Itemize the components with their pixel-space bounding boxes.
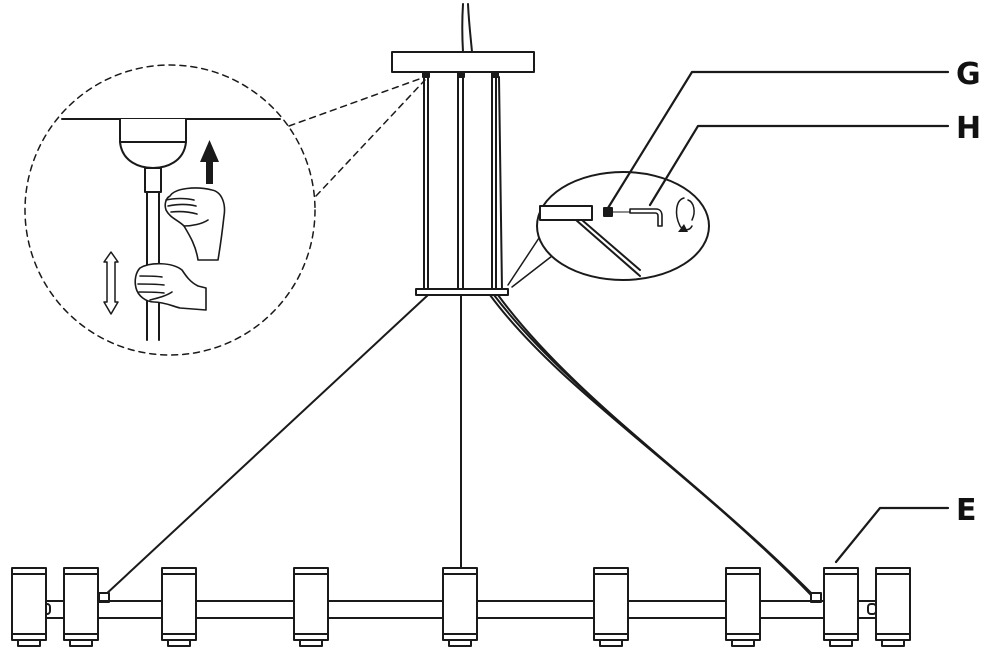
bar-endcap-right <box>867 603 877 615</box>
light-head <box>442 567 478 647</box>
hand-icon <box>164 187 226 261</box>
callout-leaders <box>606 70 950 564</box>
light-head <box>11 567 47 647</box>
light-head <box>161 567 197 647</box>
light-head <box>293 567 329 647</box>
light-heads <box>11 567 911 647</box>
light-head <box>725 567 761 647</box>
ceiling-canopy <box>391 51 535 73</box>
suspension-rods <box>423 76 503 293</box>
light-head <box>823 567 859 647</box>
light-head <box>875 567 911 647</box>
double-arrow-icon <box>103 251 119 315</box>
rotate-icon <box>675 197 695 232</box>
canopy-screws <box>422 71 499 78</box>
callout-label-g: G <box>956 57 981 92</box>
detail-circle-left <box>24 64 426 356</box>
power-cord <box>461 3 473 53</box>
callout-label-h: H <box>956 111 981 146</box>
screw-g <box>603 207 613 217</box>
up-arrow-icon <box>200 140 219 184</box>
callout-label-e: E <box>956 493 977 528</box>
allen-key-icon <box>611 208 663 227</box>
suspension-cables <box>103 294 819 601</box>
light-head <box>593 567 629 647</box>
detail-circle-right <box>507 171 710 288</box>
hand-icon <box>134 262 207 311</box>
light-head <box>63 567 99 647</box>
